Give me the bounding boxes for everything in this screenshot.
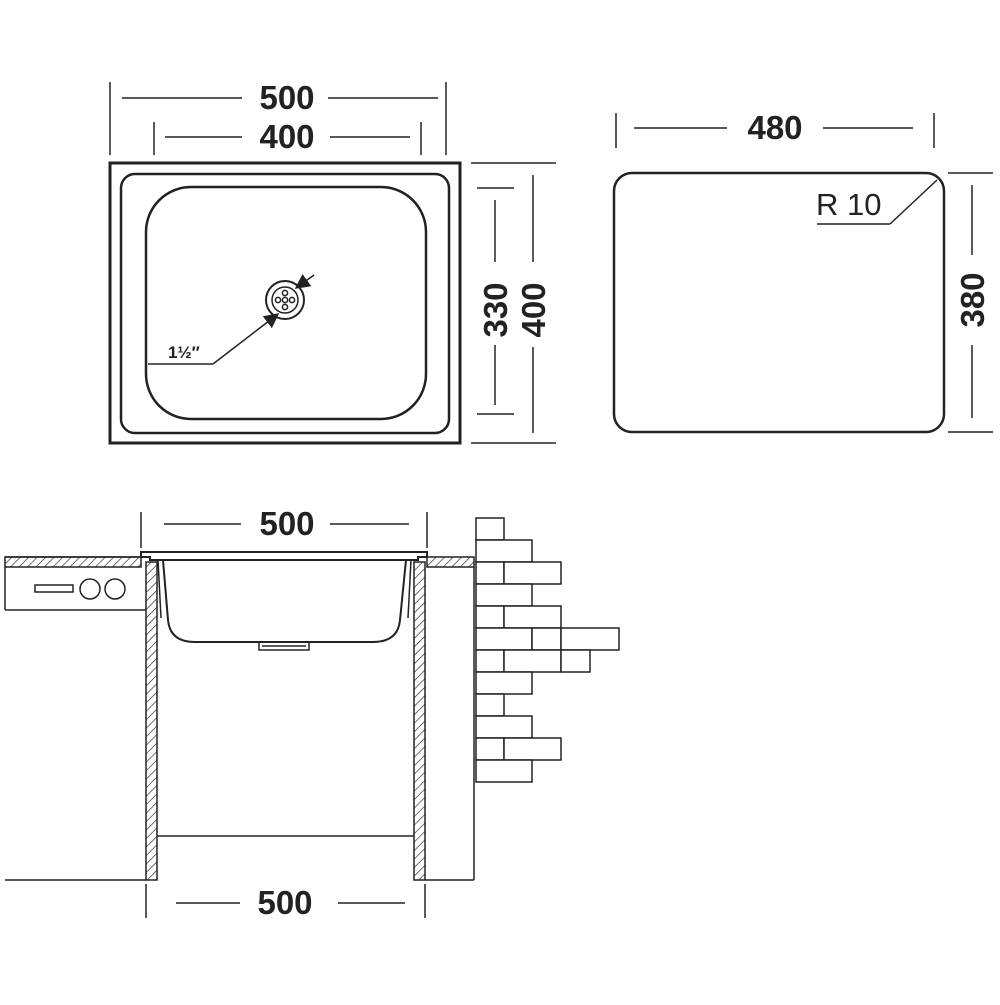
dimension-outer-depth: 400 [471,162,556,444]
cabinet-width-label: 500 [257,884,312,921]
inner-width-label: 400 [259,118,314,155]
countertop-left [4,556,142,568]
side-view: 500 [4,505,620,921]
sink-bowl [144,185,428,421]
sink-bowl-profile [162,559,407,643]
outer-depth-label: 400 [515,282,552,337]
sink-lip [140,551,428,561]
drain-pipe [258,641,310,651]
drain-size-callout: 1½″ [148,274,315,365]
drain-icon [265,280,305,320]
sink-flange [119,172,451,435]
dimension-cabinet-width: 500 [145,884,426,921]
appliance-knob-2 [104,578,126,600]
brick-wall [475,517,620,783]
dimension-outer-width: 500 [109,79,447,155]
sink-width-label: 500 [259,505,314,542]
dimension-cutout-width: 480 [615,109,935,148]
dimension-inner-depth: 330 [477,187,514,415]
adjacent-appliance [4,567,146,881]
sink-outer-rim [108,161,462,445]
cabinet-left-wall [145,561,158,881]
appliance-handle [34,584,74,593]
inner-depth-label: 330 [477,282,514,337]
drain-size-label: 1½″ [168,343,200,362]
dimension-cutout-depth: 380 [948,172,993,433]
corner-radius-label: R 10 [816,187,881,222]
cabinet-right-wall [413,561,426,881]
corner-radius-callout: R 10 [816,179,938,225]
countertop-right [426,556,475,568]
cutout-outline [612,171,946,434]
outer-width-label: 500 [259,79,314,116]
cutout-view: 480 R 10 380 [612,109,993,434]
cutout-depth-label: 380 [954,272,991,327]
appliance-knob-1 [79,578,101,600]
cutout-width-label: 480 [747,109,802,146]
dimension-inner-width: 400 [153,118,422,155]
top-view: 500 400 1½″ [108,79,556,445]
dimension-sink-width: 500 [140,505,428,548]
